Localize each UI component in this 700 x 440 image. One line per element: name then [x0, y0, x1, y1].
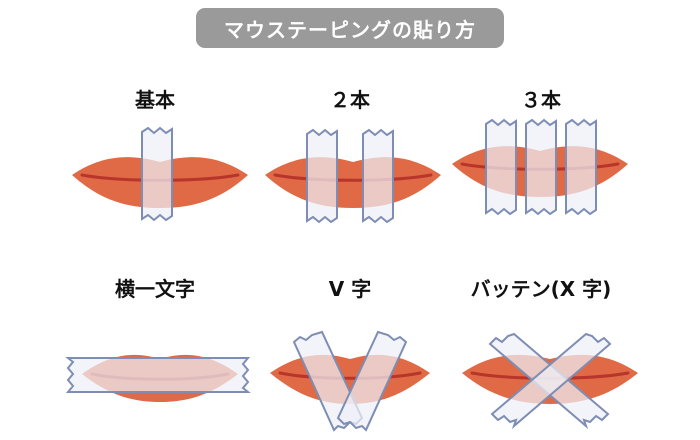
- method-label-v-shape: V 字: [328, 277, 372, 301]
- tape-strip: [485, 118, 517, 216]
- page-title: マウステーピングの貼り方: [196, 8, 504, 48]
- tape-strip: [65, 357, 251, 393]
- lip-line: [273, 173, 433, 182]
- lip-line: [278, 371, 422, 380]
- illustration-x-shape: [462, 332, 638, 430]
- tape-strip: [141, 126, 173, 222]
- tape-strip: [525, 118, 557, 216]
- illustration-two-strips: [265, 128, 441, 224]
- illustration-horizontal: [65, 354, 251, 402]
- method-label-two-strips: ２本: [330, 88, 370, 112]
- tape-strip: [565, 118, 597, 216]
- method-label-basic: 基本: [135, 88, 175, 112]
- tape-strip: [336, 330, 408, 432]
- lips-image: [265, 157, 441, 208]
- tape-strip: [306, 128, 338, 224]
- tape-strip: [362, 128, 394, 224]
- method-label-horizontal: 横一文字: [115, 277, 195, 301]
- method-label-three-strips: ３本: [521, 88, 561, 112]
- illustration-basic: [72, 126, 248, 222]
- illustration-v-shape: [270, 330, 430, 432]
- method-label-x-shape: バッテン(X 字): [470, 277, 612, 301]
- tape-strip: [490, 332, 612, 430]
- illustration-three-strips: [452, 118, 628, 216]
